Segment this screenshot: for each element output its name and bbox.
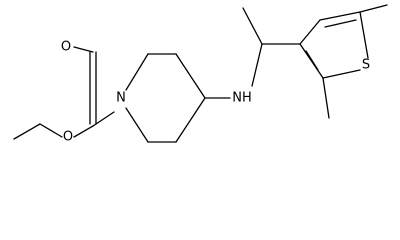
bond-thiophene-c4-c5-double [324,19,357,28]
bond-thiophene-c2-c3 [299,43,324,79]
bond-thiophene-s-c2 [322,69,361,79]
bond-thiophene-c5-s [359,11,369,59]
bond-ethyl-ch3-ch2 [13,123,41,140]
bond-ethyl-ch2-o [39,123,63,138]
molecule-structure: O O N NH S [13,4,388,145]
bond-carbonyl-to-oxygen [73,46,94,53]
bond-ring-c6-n [125,107,149,143]
carbonyl-oxygen-label: O [61,40,71,55]
amine-nh-label: NH [232,91,252,106]
bond-thiophene-c3-c4 [299,19,321,45]
bond-c2-methyl [322,77,330,119]
ester-oxygen-label: O [63,130,73,145]
bond-ring-c3-c4 [175,53,206,99]
bond-ring-n-c2 [125,53,149,91]
bond-thiophene-c4-c5 [319,11,361,21]
bond-thiophene-c2-c3-double [305,50,319,71]
bond-ring-c4-c5 [175,97,206,143]
piperidine-nitrogen-label: N [116,91,126,106]
bond-nh-ch [251,43,263,87]
bond-c5-methyl [359,4,388,13]
bond-carbonyl-carbon-n [92,111,115,127]
thiophene-sulfur-label: S [362,58,370,73]
bond-ch-methyl [242,7,263,45]
bond-o-carbonyl-carbon [73,125,94,138]
